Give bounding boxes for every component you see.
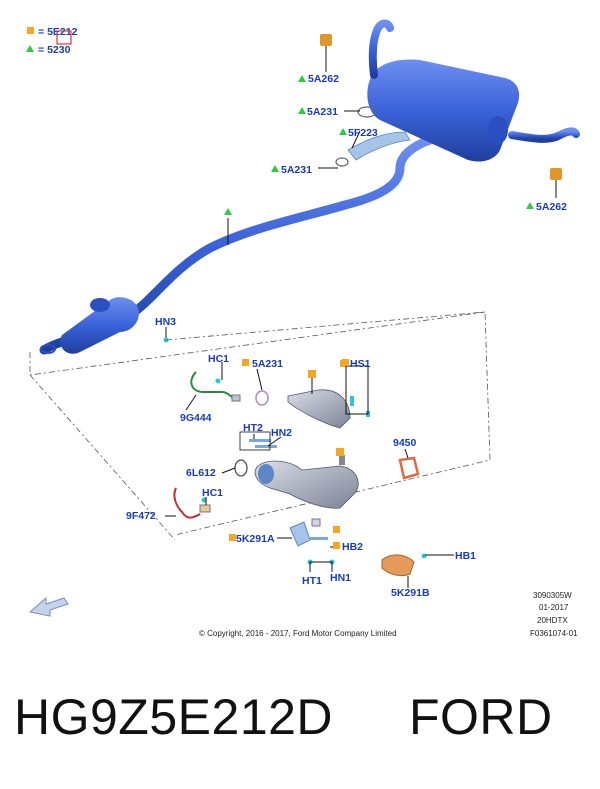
callout-5F223: 5F223: [348, 127, 378, 139]
lower-callouts: HC1 5A231 HS1 9G444 HT2 HN2 9450 6L612 H…: [126, 353, 476, 599]
upper-callouts: 5A262 5A231 5F223 5A231 5A262 HN3: [155, 73, 567, 343]
callout-5A231-low: 5A231: [252, 358, 283, 370]
info-code-4: F0361074-01: [530, 629, 578, 638]
upper-leaders: [165, 46, 557, 338]
gasket-9450: [398, 456, 420, 480]
orientation-arrow-icon: [28, 596, 69, 617]
callout-5A231-top: 5A231: [307, 106, 338, 118]
callout-9450: 9450: [393, 437, 417, 449]
catalytic-converter: [254, 460, 359, 509]
copyright-text: © Copyright, 2016 - 2017, Ford Motor Com…: [199, 629, 397, 638]
callout-HB2: HB2: [342, 541, 363, 553]
callout-HC1-top: HC1: [208, 353, 229, 365]
callout-9F472: 9F472: [126, 510, 156, 522]
info-codes: 3090305W 01-2017 20HDTX F0361074-01: [530, 591, 578, 638]
callout-6L612: 6L612: [186, 467, 216, 479]
callout-HN1: HN1: [330, 572, 351, 584]
exhaust-pipe-assembly: [39, 19, 580, 355]
callout-HS1: HS1: [350, 358, 371, 370]
part-number: HG9Z5E212D: [14, 689, 334, 745]
callout-5A231-mid: 5A231: [281, 164, 312, 176]
callout-5A262-right: 5A262: [536, 201, 567, 213]
info-code-2: 01-2017: [539, 603, 569, 612]
callout-HT1: HT1: [302, 575, 322, 587]
bracket-5K291B: [381, 554, 415, 577]
hanger-right: [550, 168, 562, 180]
info-code-1: 3090305W: [533, 591, 572, 600]
brand-name: FORD: [409, 689, 553, 745]
heat-shield-upper: [287, 389, 351, 429]
oxygen-sensor-lower: [173, 487, 201, 519]
info-code-3: 20HDTX: [537, 616, 568, 625]
legend-square-icon: [27, 27, 34, 34]
front-resonator: [60, 297, 139, 354]
callout-9G444: 9G444: [180, 412, 212, 424]
callout-HN2: HN2: [271, 427, 292, 439]
callout-5A262-top: 5A262: [308, 73, 339, 85]
highlight-box: [56, 30, 72, 45]
callout-HB1: HB1: [455, 550, 476, 562]
callout-5K291A: 5K291A: [236, 533, 275, 545]
legend-square-label: = 5E212: [38, 26, 78, 38]
lower-components: [173, 360, 427, 577]
legend-triangle-icon: [26, 45, 34, 52]
heat-shield-5F223: [347, 131, 411, 161]
rear-muffler: [367, 59, 520, 162]
exhaust-system-diagram: = 5E212 = 5230 5A262: [26, 19, 580, 638]
bracket-5K291A: [289, 521, 311, 547]
hanger-top: [320, 34, 332, 46]
callout-HT2: HT2: [243, 422, 263, 434]
legend: = 5E212 = 5230: [26, 26, 78, 56]
callout-HN3: HN3: [155, 316, 176, 328]
lower-leaders: [165, 362, 454, 588]
oxygen-sensor-upper: [190, 371, 237, 401]
legend-triangle-label: = 5230: [38, 44, 71, 56]
callout-HC1-low: HC1: [202, 487, 223, 499]
callout-5K291B: 5K291B: [391, 587, 430, 599]
